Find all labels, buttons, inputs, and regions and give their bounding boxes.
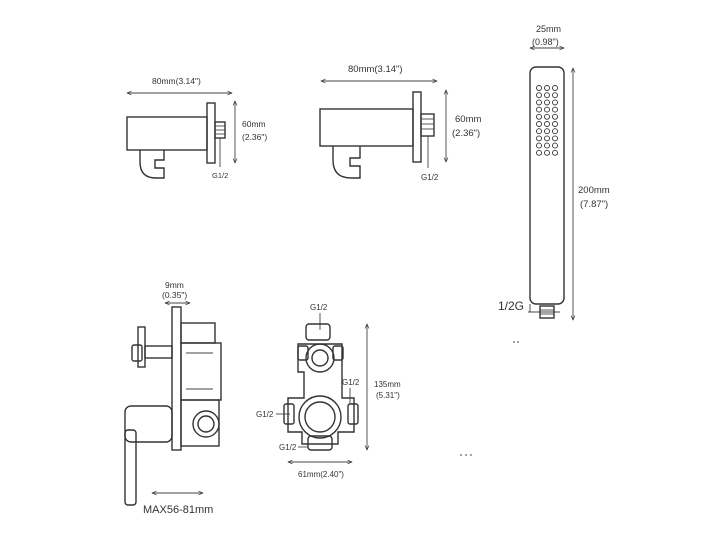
nozzle xyxy=(552,135,558,142)
nozzle xyxy=(552,99,558,106)
nozzle xyxy=(536,99,542,106)
valve-width-label: 61mm(2.40") xyxy=(298,470,344,479)
shower-nozzles xyxy=(536,85,558,156)
nozzle xyxy=(536,142,542,149)
outlet-left-width-label: 80mm(3.14") xyxy=(152,76,201,86)
nozzle xyxy=(544,113,550,120)
nozzle xyxy=(552,113,558,120)
nozzle xyxy=(544,149,550,156)
outlet-left-height-mm: 60mm xyxy=(242,119,266,129)
valve-height-mm: 135mm xyxy=(374,380,401,389)
nozzle xyxy=(536,128,542,135)
nozzle xyxy=(536,85,542,91)
mixer-depth-label: MAX56-81mm xyxy=(143,504,213,516)
nozzle xyxy=(544,128,550,135)
mixer-side-view: 9mm (0.35") MAX56-81mm xyxy=(124,280,222,516)
nozzle xyxy=(544,106,550,113)
nozzle xyxy=(544,121,550,127)
nozzle xyxy=(536,106,542,113)
outlet-right-thread: G1/2 xyxy=(421,173,439,182)
wall-outlet-left: 80mm(3.14") 60mm (2.36") G1/2 xyxy=(126,76,267,180)
hand-shower: 25mm (0.98") 1/2G 200mm (7.87") xyxy=(498,24,610,343)
valve-port-left-label: G1/2 xyxy=(256,410,274,419)
nozzle xyxy=(552,142,558,149)
nozzle xyxy=(544,92,550,99)
outlet-right-width-label: 80mm(3.14") xyxy=(348,64,403,75)
hand-shower-width-mm: 25mm xyxy=(536,24,561,34)
valve-port-right-label: G1/2 xyxy=(342,378,360,387)
valve-port-bottom-label: G1/2 xyxy=(279,443,297,452)
nozzle xyxy=(552,121,558,127)
wall-outlet-right: 80mm(3.14") 60mm (2.36") G1/2 xyxy=(319,64,481,182)
nozzle xyxy=(536,149,542,156)
nozzle xyxy=(536,121,542,127)
nozzle xyxy=(544,142,550,149)
nozzle xyxy=(552,85,558,91)
outlet-left-height-in: (2.36") xyxy=(242,132,267,142)
valve-port-top-label: G1/2 xyxy=(310,303,328,312)
outlet-right-height-mm: 60mm xyxy=(455,114,481,125)
mixer-plate-thickness-in: (0.35") xyxy=(162,290,187,300)
outlet-left-thread: G1/2 xyxy=(212,171,228,180)
hand-shower-thread: 1/2G xyxy=(498,299,524,313)
hand-shower-length-mm: 200mm xyxy=(578,185,610,196)
mixer-plate-thickness: 9mm xyxy=(165,280,184,290)
nozzle xyxy=(544,135,550,142)
nozzle xyxy=(552,106,558,113)
nozzle xyxy=(536,135,542,142)
nozzle xyxy=(536,92,542,99)
nozzle xyxy=(544,85,550,91)
valve-body-front-view: G1/2 G1/2 G1/2 G1/2 135mm (5.31") 61mm(2… xyxy=(256,303,472,479)
nozzle xyxy=(552,92,558,99)
nozzle xyxy=(552,149,558,156)
nozzle xyxy=(536,113,542,120)
hand-shower-width-in: (0.98") xyxy=(532,37,559,47)
nozzle xyxy=(544,99,550,106)
outlet-right-height-in: (2.36") xyxy=(452,128,480,139)
valve-height-in: (5.31") xyxy=(376,391,400,400)
nozzle xyxy=(552,128,558,135)
hand-shower-length-in: (7.87") xyxy=(580,199,608,210)
